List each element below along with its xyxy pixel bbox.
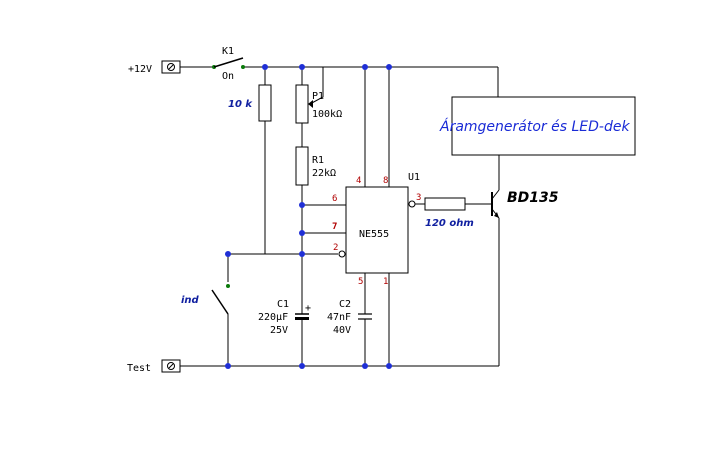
- pin-4: 4: [356, 176, 361, 186]
- resistor-120-value: 120 ohm: [425, 218, 474, 229]
- supply-label: +12V: [128, 64, 152, 75]
- resistor-10k: 10 k: [228, 67, 272, 254]
- c2-voltage: 40V: [333, 325, 351, 336]
- pin-2: 2: [333, 243, 338, 253]
- switch-k1: K1 On: [212, 46, 245, 82]
- ind-label: ind: [181, 295, 200, 306]
- test-label: Test: [127, 363, 151, 374]
- top-rail-wires: [180, 66, 499, 97]
- pin-1: 1: [383, 277, 388, 287]
- r1-ref: R1: [312, 155, 324, 166]
- k1-ref: K1: [222, 46, 234, 57]
- c1-value: 220μF: [258, 312, 288, 323]
- c1-ref: C1: [277, 299, 289, 310]
- pin-6: 6: [332, 194, 337, 204]
- c2-ref: C2: [339, 299, 351, 310]
- supply-terminal: +12V: [128, 60, 181, 75]
- resistor-120-ohm: 120 ohm: [424, 197, 491, 229]
- test-terminal: Test: [127, 359, 181, 374]
- ic-ref: U1: [408, 172, 420, 183]
- p1-ref: P1: [312, 91, 324, 102]
- transistor-label: BD135: [507, 190, 559, 206]
- switch-ind: ind: [181, 254, 230, 366]
- pin-7: 7: [332, 222, 337, 232]
- ic-ne555: NE555 U1 4 8 6 7 2 3 5 1: [228, 67, 425, 366]
- c2-value: 47nF: [327, 312, 351, 323]
- svg-text:+: +: [305, 303, 311, 314]
- load-block: Áramgenerátor és LED-dek: [439, 96, 636, 156]
- r1-value: 22kΩ: [312, 168, 336, 179]
- potentiometer-p1: P1 100kΩ: [295, 67, 342, 147]
- capacitor-c1: + C1 220μF 25V: [258, 299, 311, 366]
- pin-5: 5: [358, 277, 363, 287]
- resistor-10k-value: 10 k: [228, 99, 253, 110]
- capacitor-c2: C2 47nF 40V: [327, 299, 372, 366]
- transistor-bd135: BD135: [491, 155, 559, 366]
- k1-state: On: [222, 71, 234, 82]
- c1-voltage: 25V: [270, 325, 288, 336]
- p1-value: 100kΩ: [312, 109, 342, 120]
- load-block-label: Áramgenerátor és LED-dek: [439, 118, 630, 135]
- resistor-r1: R1 22kΩ: [295, 146, 336, 310]
- junction-dots: [225, 64, 392, 369]
- pin-3: 3: [416, 193, 421, 203]
- ic-part: NE555: [359, 229, 389, 240]
- pin-8: 8: [383, 176, 388, 186]
